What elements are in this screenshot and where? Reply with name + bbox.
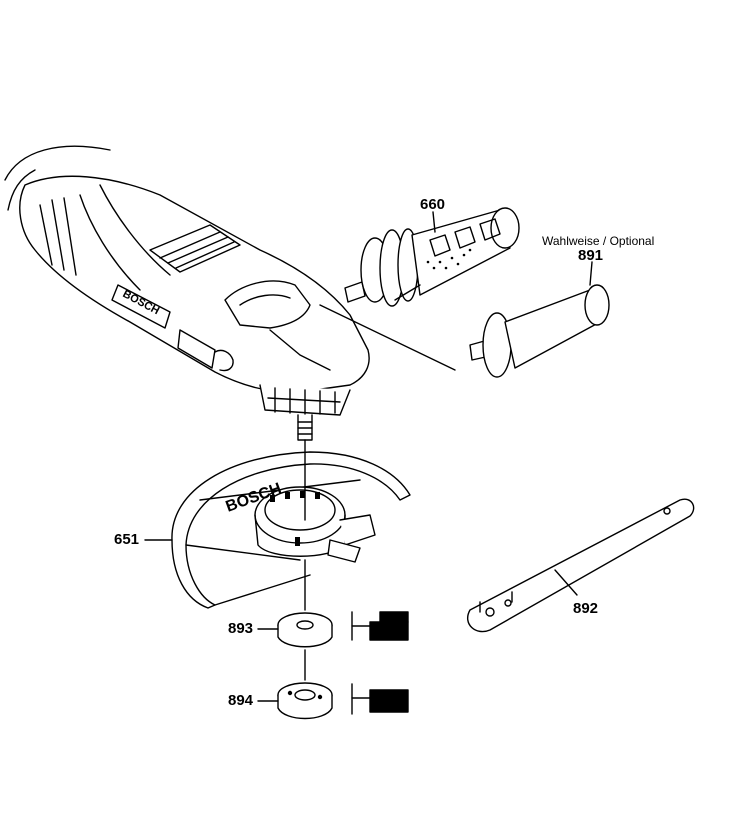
label-892: 892 <box>573 600 599 617</box>
optional-note: Wahlweise / Optional <box>542 234 655 248</box>
auxiliary-handle-891 <box>469 284 610 378</box>
flange-893 <box>277 612 333 648</box>
label-660: 660 <box>420 196 446 213</box>
label-894: 894 <box>228 692 254 709</box>
flange-profile-893 <box>351 611 409 641</box>
lock-nut-894 <box>277 682 333 720</box>
auxiliary-handle-660 <box>344 207 520 307</box>
label-891: 891 <box>578 247 604 264</box>
grinder-body <box>4 145 370 441</box>
body-brand-plate <box>111 284 171 329</box>
nut-profile-894 <box>351 683 409 715</box>
label-651: 651 <box>114 531 140 548</box>
label-893: 893 <box>228 620 254 637</box>
spanner-892 <box>467 498 695 633</box>
wheel-guard-651 <box>171 451 411 609</box>
